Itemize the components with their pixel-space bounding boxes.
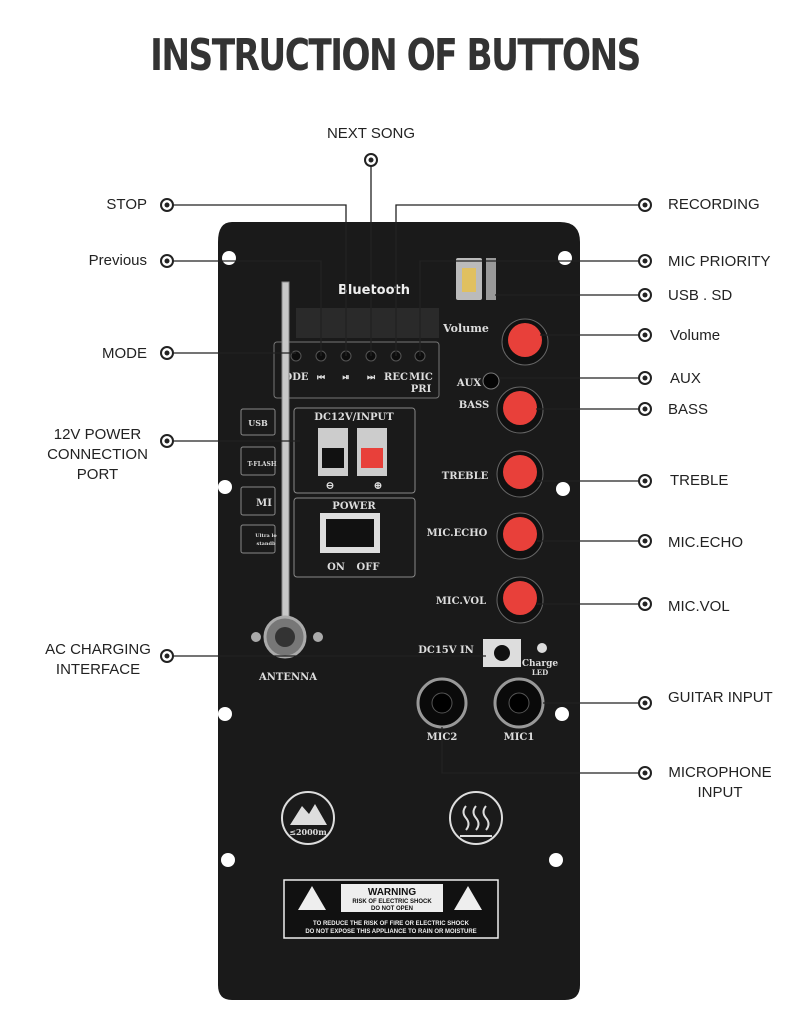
knob-volume-label: Volume xyxy=(442,322,489,335)
callout-mode: MODE xyxy=(102,345,147,362)
mount-hole xyxy=(218,480,232,494)
dc12v-label: DC12V/INPUT xyxy=(314,412,394,423)
led-display xyxy=(296,308,439,338)
knob-echo-label: MIC.ECHO xyxy=(427,528,488,539)
feature-badges: USB T-FLASH MI Ultra lo standb xyxy=(240,408,277,554)
aux-label: AUX xyxy=(456,378,481,389)
ultra-badge-line1: Ultra lo xyxy=(255,533,277,539)
mic-badge: MI xyxy=(256,498,272,509)
callout-previous: Previous xyxy=(88,252,147,269)
warning-line2: DO NOT OPEN xyxy=(371,906,413,912)
knobs xyxy=(496,318,549,624)
knob-micvol-label: MIC.VOL xyxy=(436,596,486,607)
treble-knob[interactable] xyxy=(503,455,537,489)
btn-pri-label: PRI xyxy=(411,384,432,395)
btn-mic-label: MIC xyxy=(409,372,433,383)
callout-mic-input-line1: MICROPHONE xyxy=(668,764,772,781)
callout-power-port: 12V POWER CONNECTION PORT xyxy=(40,425,155,485)
callout-power-port-line3: PORT xyxy=(76,466,119,483)
mic-echo-knob[interactable] xyxy=(503,517,537,551)
callout-lines xyxy=(167,160,645,774)
btn-next-label: ⏭ xyxy=(367,373,376,383)
led-label: LED xyxy=(532,668,548,677)
callout-guitar-input: GUITAR INPUT xyxy=(668,689,773,706)
mount-hole xyxy=(555,707,569,721)
mount-hole xyxy=(221,853,235,867)
mount-hole xyxy=(558,251,572,265)
callout-stop: STOP xyxy=(106,196,147,213)
antenna-label: ANTENNA xyxy=(258,672,317,683)
sd-slot[interactable] xyxy=(486,258,496,300)
altitude-icon xyxy=(281,791,335,845)
altitude-label: ≤2000m xyxy=(289,827,327,837)
callout-mic-vol: MIC.VOL xyxy=(668,598,730,615)
callout-ac-line1: AC CHARGING xyxy=(45,641,151,658)
callout-usb-sd: USB . SD xyxy=(668,287,733,304)
callout-treble: TREBLE xyxy=(670,472,729,489)
volume-knob[interactable] xyxy=(508,323,542,357)
page-title: INSTRUCTION OF BUTTONS xyxy=(150,30,641,81)
warning-line3: TO REDUCE THE RISK OF FIRE OR ELECTRIC S… xyxy=(313,921,470,927)
aux-jack[interactable] xyxy=(482,372,500,390)
amplifier-panel xyxy=(218,222,580,1000)
callout-bass: BASS xyxy=(668,401,709,418)
warning-title: WARNING xyxy=(368,887,417,898)
mic1-label: MIC1 xyxy=(504,732,535,743)
mic-vol-knob[interactable] xyxy=(503,581,537,615)
callout-next-song: NEXT SONG xyxy=(326,125,416,142)
callout-power-port-line1: 12V POWER xyxy=(53,426,142,443)
warning-line4: DO NOT EXPOSE THIS APPLIANCE TO RAIN OR … xyxy=(305,929,476,935)
charge-led xyxy=(537,643,547,653)
power-label: POWER xyxy=(332,501,376,512)
mount-hole xyxy=(556,482,570,496)
terminal-plus: ⊕ xyxy=(373,479,382,492)
knob-treble-label: TREBLE xyxy=(442,471,489,482)
power-off-label: OFF xyxy=(357,562,380,573)
terminal-minus: ⊖ xyxy=(325,479,334,492)
callout-ac-line2: INTERFACE xyxy=(55,661,141,678)
dc15v-label: DC15V IN xyxy=(418,645,474,656)
warning-line1: RISK OF ELECTRIC SHOCK xyxy=(352,899,432,905)
btn-rec-label: REC xyxy=(384,372,408,383)
bluetooth-label: Bluetooth xyxy=(338,283,410,298)
bass-knob[interactable] xyxy=(503,391,537,425)
warning-triangle-icon xyxy=(454,886,482,910)
charge-label: Charge xyxy=(522,659,559,669)
warning-triangle-icon xyxy=(298,886,326,910)
antenna xyxy=(251,281,323,659)
callout-power-port-line2: CONNECTION xyxy=(47,446,148,463)
knob-bass-label: BASS xyxy=(459,400,489,411)
mount-hole xyxy=(222,251,236,265)
callout-aux: AUX xyxy=(670,370,701,387)
btn-mode-label: ODE xyxy=(283,372,308,383)
tflash-badge: T-FLASH xyxy=(247,461,276,468)
warning-label: WARNING RISK OF ELECTRIC SHOCK DO NOT OP… xyxy=(283,879,499,939)
callout-markers xyxy=(160,153,652,780)
button-row xyxy=(290,350,426,362)
callout-recording: RECORDING xyxy=(668,196,760,213)
callout-mic-input-line2: INPUT xyxy=(697,784,743,801)
btn-prev-label: ⏮ xyxy=(317,373,325,383)
callout-microphone-input: MICROPHONE INPUT xyxy=(660,763,780,803)
mount-hole xyxy=(218,707,232,721)
mount-hole xyxy=(549,853,563,867)
btn-play-label: ⏯ xyxy=(342,373,349,383)
callout-mic-echo: MIC.ECHO xyxy=(668,534,743,551)
usb-badge: USB xyxy=(248,418,268,428)
callout-volume: Volume xyxy=(670,327,721,344)
heat-icon xyxy=(449,791,503,845)
ultra-badge-line2: standb xyxy=(257,541,276,547)
callout-mic-priority: MIC PRIORITY xyxy=(668,253,771,270)
callout-ac-charging: AC CHARGING INTERFACE xyxy=(38,640,158,680)
power-on-label: ON xyxy=(327,562,345,573)
